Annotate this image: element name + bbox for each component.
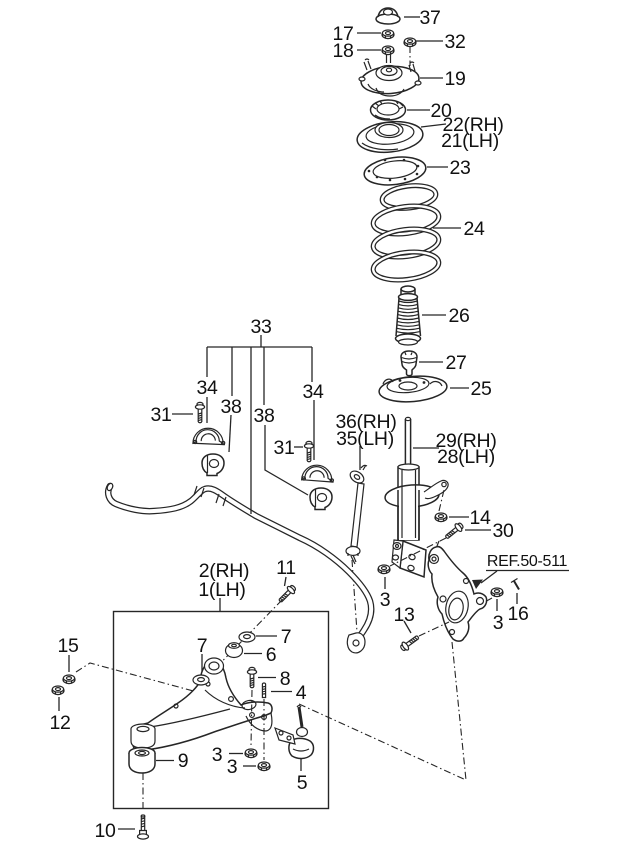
bracket-bolt-31-left [194, 401, 206, 424]
nut-14 [434, 512, 448, 523]
part-callout-15: 15 [57, 635, 79, 657]
split-pin-16 [510, 577, 520, 591]
part-callout-37: 37 [419, 7, 440, 29]
flange-nut-18 [381, 45, 395, 56]
part-callout-38: 38 [220, 396, 241, 418]
part-callout-18: 18 [332, 40, 353, 62]
arm-pin-4 [261, 682, 267, 699]
part-callout-7: 7 [281, 626, 292, 648]
part-callout-33: 33 [250, 316, 271, 338]
part-callout-13: 13 [393, 604, 414, 626]
part-callout-9: 9 [178, 750, 189, 772]
spring-pad-23 [363, 156, 427, 186]
part-callout-5: 5 [297, 772, 308, 794]
part-callout-19: 19 [444, 68, 465, 90]
stabilizer-bracket-34-left [192, 427, 226, 446]
part-callout-31: 31 [273, 437, 294, 459]
part-callout-36(RH): 36(RH) [335, 411, 396, 433]
ref-arrowhead [472, 579, 483, 589]
part-callout-3: 3 [380, 589, 391, 611]
washer-7-lower [192, 674, 210, 686]
part-callout-3: 3 [493, 612, 504, 634]
mount-stud [385, 54, 392, 63]
part-callout-3: 3 [227, 756, 238, 778]
part-callout-26: 26 [448, 305, 469, 327]
leader-lines [58, 16, 518, 830]
nut-3-knuckle [490, 587, 504, 598]
part-callout-28(LH): 28(LH) [437, 446, 495, 468]
bracket-bolt-31-right [303, 440, 315, 463]
part-callout-31: 31 [150, 404, 171, 426]
nut-15 [62, 674, 76, 685]
part-callout-32: 32 [444, 31, 465, 53]
insulator-cap-37 [375, 7, 401, 25]
strut-bearing-20 [369, 99, 407, 121]
part-callout-23: 23 [449, 157, 470, 179]
part-callout-30: 30 [492, 520, 514, 542]
nut-3-strut [377, 564, 391, 575]
stabilizer-bar-33 [105, 482, 375, 654]
mounting-nut-32 [403, 37, 417, 48]
ref-label: REF.50-511 [487, 553, 568, 570]
stabilizer-link-35-36 [345, 464, 368, 565]
part-callout-34: 34 [302, 381, 324, 403]
spring-seat-21-22 [356, 120, 424, 154]
lower-control-arm-1-2 [130, 657, 273, 751]
strut-shock-absorber-28-29 [384, 416, 449, 579]
part-callout-22(RH): 22(RH) [442, 114, 503, 136]
lower-arm-group-box [112, 610, 330, 810]
part-callout-14: 14 [469, 507, 491, 529]
nut-3-arm-upper [244, 748, 258, 759]
arm-mount-bolt-10 [136, 814, 150, 840]
part-callout-7: 7 [197, 635, 208, 657]
part-callout-4: 4 [296, 682, 307, 704]
part-callout-12: 12 [49, 712, 70, 734]
part-callout-17: 17 [332, 23, 353, 45]
ball-joint-5 [274, 704, 315, 760]
part-callout-38: 38 [253, 405, 274, 427]
part-callout-6: 6 [266, 644, 277, 666]
lower-spring-seat-25 [378, 375, 448, 403]
strut-insulator-mount-19 [358, 58, 422, 97]
strut-bolt-30 [442, 520, 466, 542]
knuckle-bolt-13 [398, 632, 422, 654]
part-callout-2(RH): 2(RH) [199, 560, 250, 582]
part-callout-35(LH): 35(LH) [336, 428, 394, 450]
part-callout-10: 10 [94, 820, 116, 842]
part-callout-8: 8 [280, 668, 291, 690]
part-callout-1(LH): 1(LH) [198, 579, 245, 601]
dust-cover-26 [394, 285, 422, 346]
arm-front-bushing [130, 723, 156, 749]
rear-bushing-9 [128, 746, 156, 774]
part-callout-29(RH): 29(RH) [435, 430, 496, 452]
part-callout-3: 3 [212, 744, 223, 766]
stabilizer-bar-end-flange [346, 632, 366, 654]
stabilizer-bushing-38-left [201, 453, 225, 477]
part-callout-16: 16 [507, 603, 528, 625]
ref-annotation: REF.50-511 [472, 553, 569, 589]
self-locking-nut-17 [381, 29, 395, 40]
stabilizer-bushing-38-right [309, 487, 333, 511]
arm-mount-bolt-11 [275, 582, 299, 606]
stabilizer-bracket-34-right [300, 464, 335, 483]
part-callout-20: 20 [430, 100, 452, 122]
part-callout-27: 27 [445, 352, 466, 374]
nut-12 [51, 685, 65, 696]
short-axis-lines [142, 489, 493, 810]
washer-7-upper [238, 631, 256, 643]
part-callout-11: 11 [276, 557, 296, 579]
part-callout-25: 25 [470, 378, 492, 400]
arm-bolt-8 [246, 666, 258, 689]
part-callout-21(LH): 21(LH) [441, 130, 499, 152]
part-callout-34: 34 [196, 377, 218, 399]
steering-knuckle [427, 540, 488, 642]
nut-3-arm-lower [257, 761, 271, 772]
arm-bushing-6 [224, 642, 244, 659]
part-callout-24: 24 [463, 218, 485, 240]
bump-stopper-27 [400, 350, 418, 377]
coil-spring-24 [370, 183, 442, 283]
